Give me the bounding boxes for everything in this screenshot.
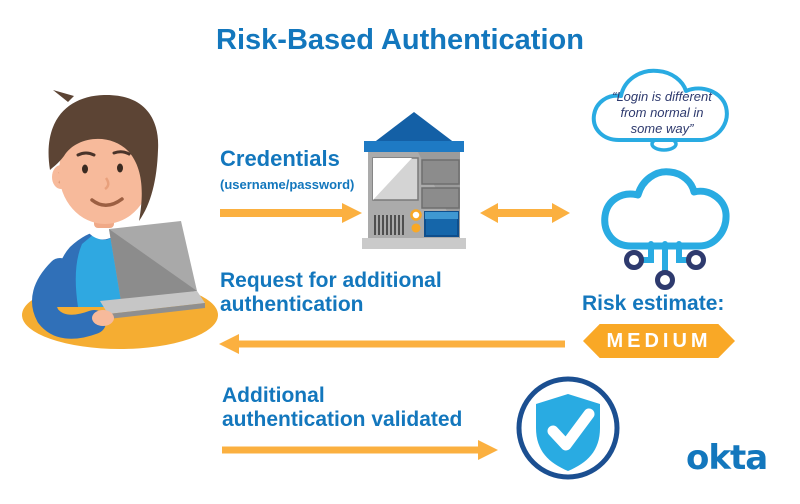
validated-label: Additional authentication validated [222, 384, 462, 432]
cloud-circuit-icon [601, 168, 730, 290]
request-arrow-left [219, 334, 565, 354]
speech-line: from normal in [620, 105, 704, 120]
page-title: Risk-Based Authentication [216, 24, 584, 56]
risk-estimate-label: Risk estimate: [582, 292, 725, 315]
request-line1: Request for additional [220, 269, 442, 292]
smile [90, 197, 124, 207]
user-at-laptop-illustration [22, 90, 218, 349]
credentials-label: Credentials [220, 146, 340, 171]
credentials-sublabel: (username/password) [220, 177, 355, 192]
request-label: Request for additional authentication [220, 269, 442, 317]
okta-logo: okta [686, 438, 768, 478]
credentials-arrow-right [220, 203, 362, 223]
laptop-base [100, 291, 205, 314]
risk-level-badge: MEDIUM [583, 324, 735, 358]
validated-arrow-right [222, 440, 498, 460]
hair [48, 94, 159, 221]
server-cloud-double-arrow [480, 203, 570, 223]
hand [92, 310, 114, 326]
server-vents [374, 215, 404, 235]
speech-bubble-text: “Login is different from normal in some … [592, 89, 732, 137]
speech-line: some way” [630, 121, 694, 136]
eye [82, 164, 88, 174]
validated-line1: Additional [222, 384, 325, 407]
request-line2: authentication [220, 293, 364, 316]
speech-cloud-bubble [591, 68, 729, 152]
arm [32, 258, 106, 339]
validated-line2: authentication validated [222, 408, 463, 431]
shield-check-icon [516, 376, 620, 480]
eye [117, 163, 123, 173]
eyebrow [112, 150, 131, 156]
nose [104, 177, 110, 191]
eyebrow [76, 151, 96, 157]
server-icon [362, 112, 466, 249]
checkmark-icon [547, 408, 595, 451]
speech-line: “Login is different [612, 89, 712, 104]
